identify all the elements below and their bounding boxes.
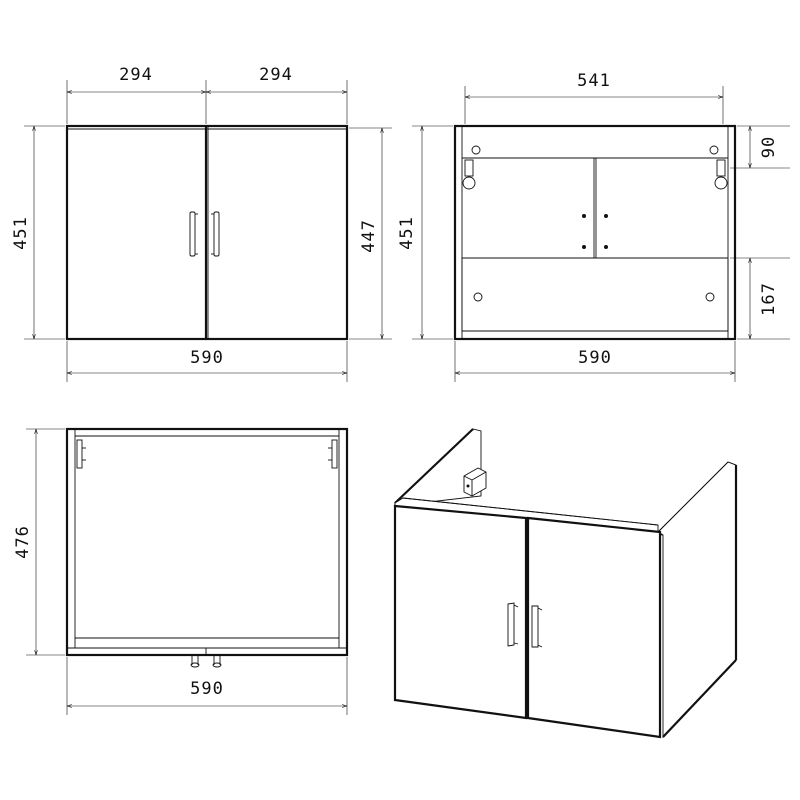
iso-hanging-bracket-icon [463, 467, 487, 497]
front-inner-height-label: 447 [359, 219, 379, 253]
top-depth-label: 476 [13, 525, 33, 559]
iso-right-door [526, 516, 662, 739]
iso-right-side-panel [657, 461, 737, 739]
top-total-width-label: 590 [190, 679, 224, 699]
top-handles-icon [190, 655, 222, 668]
hanging-hole-left-icon [471, 145, 481, 155]
right-hanger-icon [714, 159, 728, 190]
back-bottom-panel-label: 167 [759, 282, 779, 316]
back-height-label: 451 [397, 216, 417, 250]
front-total-width-label: 590 [190, 348, 224, 368]
front-view: 294 294 451 447 590 [11, 65, 392, 382]
back-bottom-panel [461, 257, 729, 332]
top-right-bracket-icon [328, 439, 338, 469]
back-view: 541 451 90 167 590 [397, 71, 790, 382]
top-cabinet-outline [65, 427, 349, 657]
iso-left-door [393, 504, 528, 720]
hanging-hole-right-icon [709, 145, 719, 155]
back-top-rail-label: 90 [759, 136, 779, 158]
left-hanger-icon [462, 159, 476, 190]
left-door-handle-icon [189, 211, 198, 257]
iso-left-handle-icon [507, 602, 519, 647]
front-left-door-width-label: 294 [119, 65, 153, 85]
isometric-view [393, 428, 738, 739]
right-door-handle-icon [211, 211, 220, 257]
top-left-bracket-icon [76, 439, 86, 469]
iso-right-handle-icon [531, 605, 543, 648]
top-view: 476 590 [13, 427, 349, 715]
back-inner-width-label: 541 [577, 71, 611, 91]
back-total-width-label: 590 [578, 348, 612, 368]
front-right-door-width-label: 294 [259, 65, 293, 85]
front-height-label: 451 [11, 216, 31, 250]
back-cabinet-outline [453, 124, 737, 341]
